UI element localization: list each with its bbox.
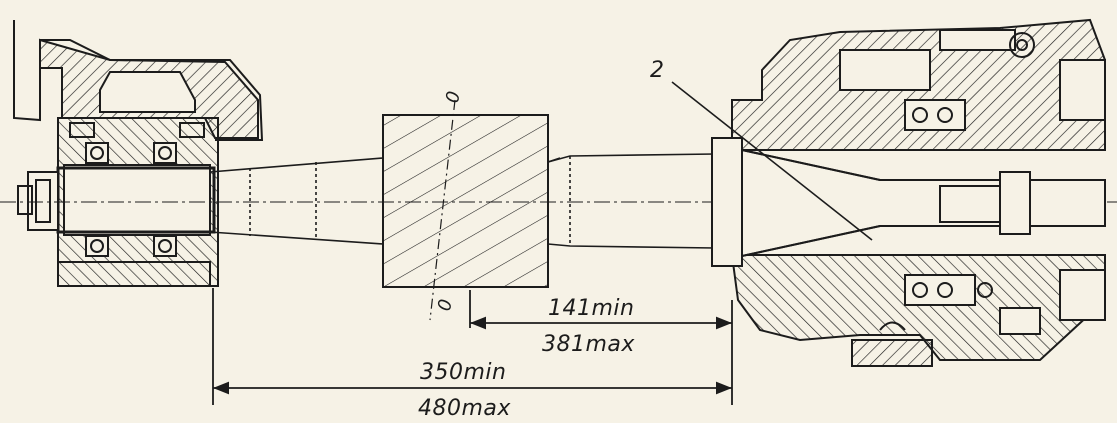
outer-dimension-max: 480max [418,396,511,421]
outer-dimension-min: 350min [420,360,507,385]
right-headstock [711,18,1106,367]
dimensions [212,288,733,405]
inner-dimension-max: 381max [542,332,635,357]
part-number-label: 2 [650,58,665,83]
inner-dimension-min: 141min [548,296,635,321]
workpiece [382,99,549,321]
part-leader [671,81,873,241]
left-housing [13,20,264,287]
